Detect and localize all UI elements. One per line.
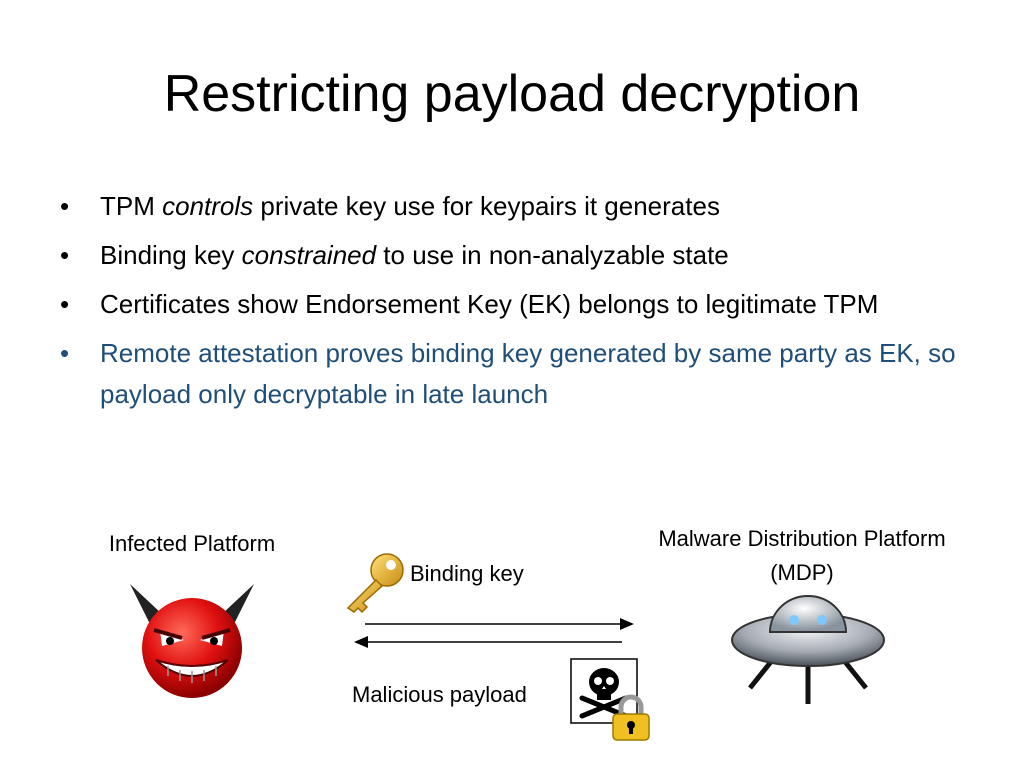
infected-platform-label: Infected Platform: [108, 531, 276, 556]
bullet-item-3: • Certificates show Endorsement Key (EK)…: [58, 284, 978, 325]
arrow-right: [365, 618, 634, 630]
bullet-item-4: • Remote attestation proves binding key …: [58, 333, 978, 415]
bullet-item-1: • TPM controls private key use for keypa…: [58, 186, 978, 227]
bullet-item-2: • Binding key constrained to use in non-…: [58, 235, 978, 276]
ufo-icon: [731, 595, 885, 704]
slide-title: Restricting payload decryption: [163, 65, 861, 123]
key-icon: [346, 553, 404, 614]
skull-crossbones-icon: [570, 658, 638, 724]
bullet-text-pre: TPM: [100, 191, 163, 221]
devil-face-icon: [130, 584, 254, 698]
mdp-label: Malware Distribution Platform (MDP): [612, 522, 992, 590]
bullet-text: Certificates show Endorsement Key (EK) b…: [100, 289, 879, 319]
bullet-list: • TPM controls private key use for keypa…: [58, 186, 978, 423]
bullet-dot: •: [60, 240, 70, 270]
binding-key-label: Binding key: [410, 561, 524, 586]
mdp-label-line2: (MDP): [770, 560, 834, 585]
bullet-text-pre: Binding key: [100, 240, 242, 270]
mdp-label-line1: Malware Distribution Platform: [658, 526, 946, 551]
bullet-text-post: private key use for keypairs it generate…: [253, 191, 720, 221]
bullet-text: Remote attestation proves binding key ge…: [100, 338, 956, 409]
bullet-text-em: controls: [162, 191, 254, 221]
bullet-dot: •: [60, 191, 70, 221]
arrow-pair: [354, 618, 634, 648]
padlock-icon: [612, 694, 650, 741]
bullet-text-em: constrained: [241, 240, 377, 270]
bullet-dot: •: [60, 338, 70, 368]
bullet-dot: •: [60, 289, 70, 319]
malicious-payload-label: Malicious payload: [352, 682, 527, 707]
bullet-text-post: to use in non-analyzable state: [376, 240, 729, 270]
arrow-left: [354, 636, 622, 648]
